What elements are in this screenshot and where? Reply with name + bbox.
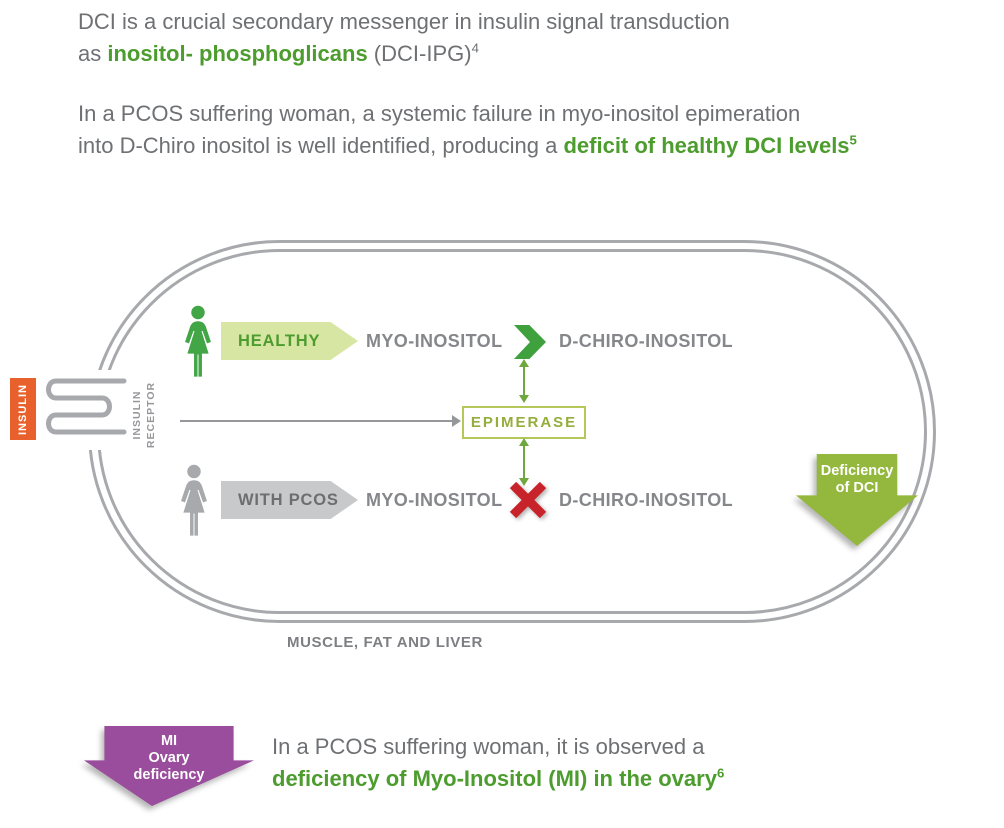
intro-p1-line2: as inositol- phosphoglicans (DCI-IPG)4: [78, 40, 479, 66]
footer-line2: deficiency of Myo-Inositol (MI) in the o…: [272, 763, 724, 795]
highlight-inositol-phosphoglicans: inositol- phosphoglicans: [107, 41, 368, 66]
pcos-myo-inositol-label: MYO-INOSITOL: [366, 490, 503, 510]
pcos-dci-label: D-CHIRO-INOSITOL: [559, 490, 734, 510]
footer-text: In a PCOS suffering woman, it is observe…: [272, 731, 724, 795]
blocked-conversion-icon: [509, 481, 547, 519]
intro-paragraph-2: In a PCOS suffering woman, a systemic fa…: [78, 98, 857, 162]
dci-deficiency-arrow: Deficiency of DCI: [796, 454, 918, 546]
insulin-receptor-icon: [36, 370, 128, 450]
highlight-dci-deficit: deficit of healthy DCI levels: [563, 133, 850, 158]
highlight-mi-deficiency: deficiency of Myo-Inositol (MI) in the o…: [272, 766, 717, 791]
woman-icon-pcos: [181, 464, 207, 536]
intro-p1-line1: DCI is a crucial secondary messenger in …: [78, 9, 730, 34]
footnote-4: 4: [471, 40, 479, 56]
intro-p2-line1: In a PCOS suffering woman, a systemic fa…: [78, 101, 801, 126]
footer-line1: In a PCOS suffering woman, it is observe…: [272, 734, 705, 759]
intro-p2-line2: into D-Chiro inositol is well identified…: [78, 132, 857, 158]
insulin-receptor-label: INSULIN RECEPTOR: [131, 381, 157, 449]
healthy-dci-label: D-CHIRO-INOSITOL: [559, 331, 734, 351]
footnote-6: 6: [716, 765, 725, 781]
receptor-signal-arrowhead-icon: [452, 415, 461, 427]
mi-arrow-line2: Ovary: [148, 750, 190, 766]
mi-arrow-line1: MI: [160, 733, 178, 749]
muscle-fat-liver-caption: MUSCLE, FAT AND LIVER: [287, 634, 483, 651]
receptor-signal-arrow-line: [180, 420, 452, 422]
mi-arrow-line3: deficiency: [133, 767, 205, 783]
mi-ovary-deficiency-arrow: MI Ovary deficiency: [84, 726, 254, 806]
pcos-banner: WITH PCOS: [221, 481, 358, 519]
healthy-myo-inositol-label: MYO-INOSITOL: [366, 331, 503, 351]
epimerase-link-arrows-icon: [519, 359, 529, 486]
dci-deficiency-line1: Deficiency: [820, 463, 894, 479]
dci-deficiency-line2: of DCI: [835, 480, 879, 496]
insulin-label: INSULIN: [10, 378, 36, 440]
healthy-banner: HEALTHY: [221, 322, 358, 360]
woman-icon-healthy: [185, 305, 211, 377]
intro-paragraph-1: DCI is a crucial secondary messenger in …: [78, 6, 730, 70]
footnote-5: 5: [849, 132, 857, 148]
